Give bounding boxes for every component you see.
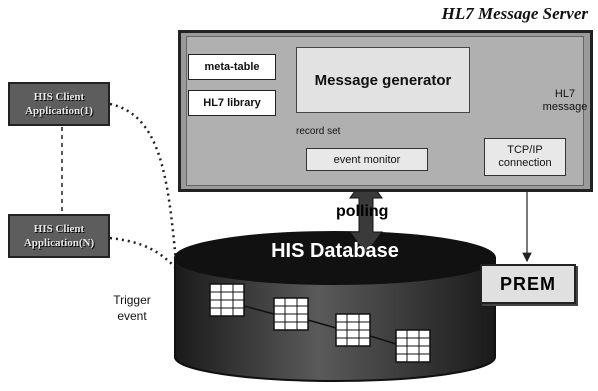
hl7-library-doc: HL7 library — [188, 90, 276, 116]
record-set-label: record set — [296, 126, 341, 137]
trigger-event-label: Trigger event — [113, 293, 151, 323]
trigger-curve-2 — [109, 236, 177, 269]
trigger-curve-1 — [109, 102, 178, 263]
table-icon — [395, 329, 431, 363]
polling-arrow — [349, 175, 383, 255]
tcp-ip-connection: TCP/IP connection — [484, 138, 566, 176]
table-icon — [273, 297, 309, 331]
table-link — [369, 335, 397, 345]
prem-box: PREM — [480, 264, 576, 304]
polling-label: polling — [336, 203, 389, 220]
his-client-application-1: HIS Client Application(1) — [8, 82, 110, 126]
message-generator: Message generator — [296, 47, 470, 113]
table-icon — [335, 313, 371, 347]
event-monitor: event monitor — [306, 148, 428, 171]
table-link — [307, 319, 337, 329]
his-client-application-n: HIS Client Application(N) — [8, 214, 110, 258]
table-link — [243, 305, 275, 315]
server-title: HL7 Message Server — [441, 4, 588, 23]
his-database-cylinder — [174, 231, 496, 382]
table-icon — [209, 283, 245, 317]
his-database-title: HIS Database — [271, 240, 399, 262]
meta-table-doc: meta-table — [188, 54, 276, 80]
hl7-message-label: HL7 message — [542, 88, 588, 113]
